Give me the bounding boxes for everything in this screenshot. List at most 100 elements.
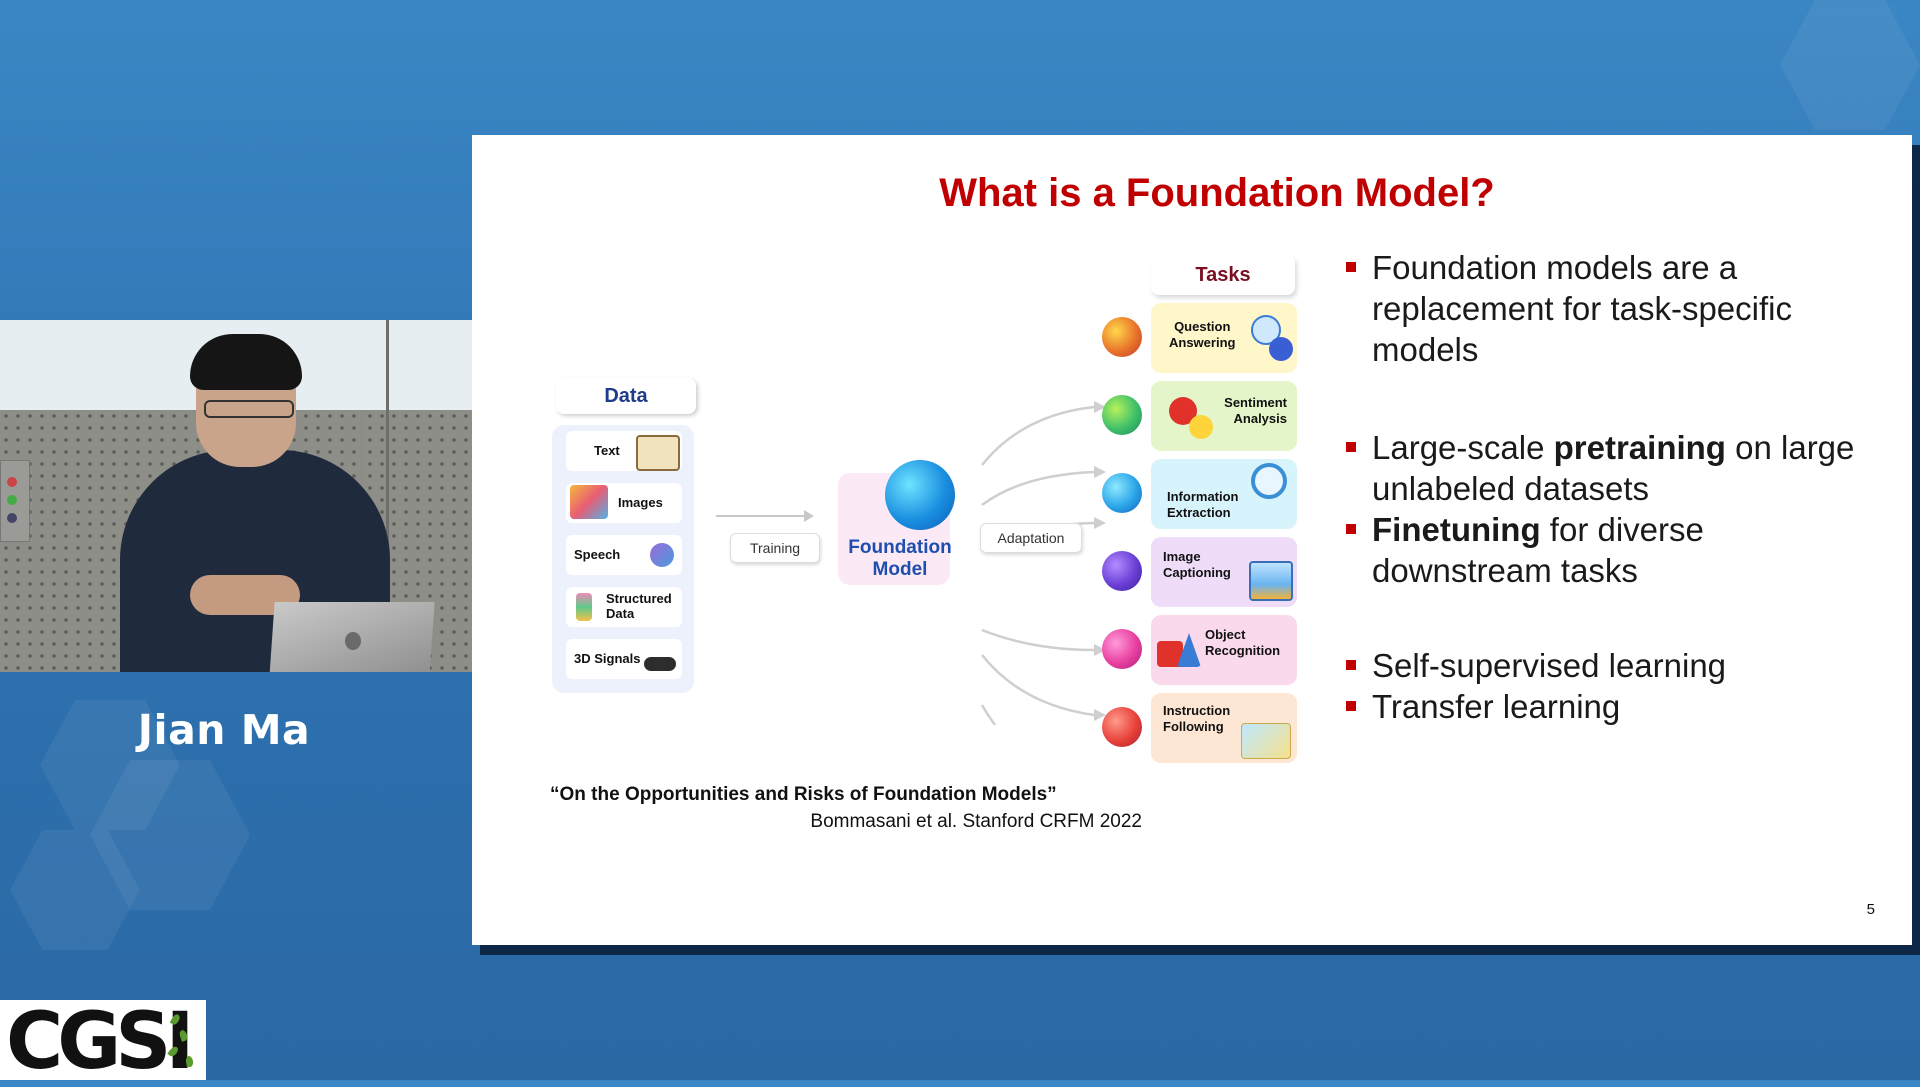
task-label-line: Instruction [1163,703,1231,718]
chat-icon [1269,337,1293,361]
adaptation-arrow [981,470,1095,507]
task-object-recognition: Object Recognition [1151,615,1297,685]
bullet-text: for diverse downstream tasks [1372,511,1704,589]
task-instruction-following: Instruction Following [1151,693,1297,763]
structured-data-icon [576,593,592,621]
task-sentiment-analysis: Sentiment Analysis [1151,381,1297,451]
bullets-group-1: Foundation models are a replacement for … [1346,247,1868,370]
bullet-item: Foundation models are a replacement for … [1346,247,1868,370]
task-sphere-icon [1102,317,1142,357]
bullet-item: Self-supervised learning [1346,645,1868,686]
training-arrow [716,510,814,522]
bullet-marker [1346,524,1356,534]
task-label-line: Question [1174,319,1231,334]
slide-number: 5 [1866,901,1875,918]
speaker-name: Jian Ma [137,706,311,754]
task-label: Information Extraction [1167,489,1239,521]
data-item-speech: Speech [566,535,682,575]
speaker-hair [190,334,302,390]
adaptation-label: Adaptation [980,523,1082,553]
task-sphere-icon [1102,473,1142,513]
adaptation-arrow [981,405,1095,466]
speaker-video [0,320,472,672]
background-hexagon [40,700,180,830]
switch-light [7,513,17,523]
bullet-marker [1346,701,1356,711]
tasks-header: Tasks [1151,255,1295,295]
task-label: Sentiment Analysis [1211,395,1287,427]
video-wall-seam [386,320,389,672]
training-label: Training [730,533,820,563]
speaker-glasses [204,400,294,418]
bullet-bold-text: pretraining [1553,429,1726,466]
task-image-captioning: Image Captioning [1151,537,1297,607]
task-label-line: Following [1163,719,1224,734]
task-label-line: Answering [1169,335,1236,350]
bullet-marker [1346,660,1356,670]
apple-logo-icon [345,632,361,650]
citation-source: Bommasani et al. Stanford CRFM 2022 [810,811,1142,832]
task-label-line: Extraction [1167,505,1231,520]
task-label: Instruction Following [1163,703,1230,735]
task-label-line: Captioning [1163,565,1231,580]
bullets-group-2: Large-scale pretraining on large unlabel… [1346,427,1868,591]
slide-title-text: What is a Foundation Model? [939,171,1495,215]
bullet-marker [1346,442,1356,452]
images-icon [570,485,608,519]
model-label-line: Model [872,559,928,580]
task-question-answering: Question Answering [1151,303,1297,373]
globe-icon [885,460,955,530]
task-label-line: Sentiment [1224,395,1287,410]
bullet-text: Transfer learning [1372,688,1621,725]
data-item-structured-data: Structured Data [566,587,682,627]
bullet-item: Transfer learning [1346,686,1868,727]
adaptation-arrows [980,401,1106,725]
task-label: Image Captioning [1163,549,1231,581]
bullet-bold-text: Finetuning [1372,511,1541,548]
task-label: Question Answering [1169,319,1235,351]
presentation-slide: What is a Foundation Model? Data Text Im… [472,135,1912,945]
adaptation-arrow [981,628,1095,652]
bullets-group-3: Self-supervised learning Transfer learni… [1346,645,1868,727]
bullet-item: Finetuning for diverse downstream tasks [1346,509,1868,591]
book-icon [636,435,680,471]
happy-face-icon [1189,415,1213,439]
background-hexagon [1780,0,1920,130]
microphone-icon [650,543,674,567]
adaptation-arrow [981,654,1095,717]
task-label-line: Recognition [1205,643,1281,658]
data-item-label: Images [618,495,663,510]
model-label-line: Foundation [848,537,952,558]
adaptation-arrow [980,704,997,725]
task-label-line: Information [1167,489,1239,504]
wall-switch [0,460,30,542]
task-information-extraction: Information Extraction [1151,459,1297,529]
switch-light [7,477,17,487]
foundation-model-label: Foundation Model [838,537,962,581]
citation-title: “On the Opportunities and Risks of Found… [550,784,1057,805]
data-item-label: 3D Signals [574,651,641,666]
task-sphere-icon [1102,629,1142,669]
task-label-line: Analysis [1233,411,1287,426]
data-item-label: Text [594,443,620,458]
cgsi-logo: CGSI [0,997,206,1087]
bullet-text: Self-supervised learning [1372,647,1727,684]
logo-text: CGSI [6,997,194,1087]
map-icon [1241,723,1291,759]
task-label-line: Image [1163,549,1201,564]
data-item-images: Images [566,483,682,523]
bullet-marker [1346,262,1356,272]
bullet-text: Large-scale [1372,429,1554,466]
data-item-label: Structured Data [606,591,672,621]
bullet-text: Foundation models are a replacement for … [1372,249,1792,368]
task-label-line: Object [1205,627,1246,642]
magnifier-icon [1251,463,1287,499]
bullet-item: Large-scale pretraining on large unlabel… [1346,427,1868,509]
picture-icon [1249,561,1293,601]
bullet-text: on large unlabeled datasets [1372,429,1855,507]
data-item-text: Text [566,431,682,471]
data-header: Data [556,378,696,414]
switch-light [7,495,17,505]
data-item-3d-signals: 3D Signals [566,639,682,679]
task-label: Object Recognition [1205,627,1280,659]
